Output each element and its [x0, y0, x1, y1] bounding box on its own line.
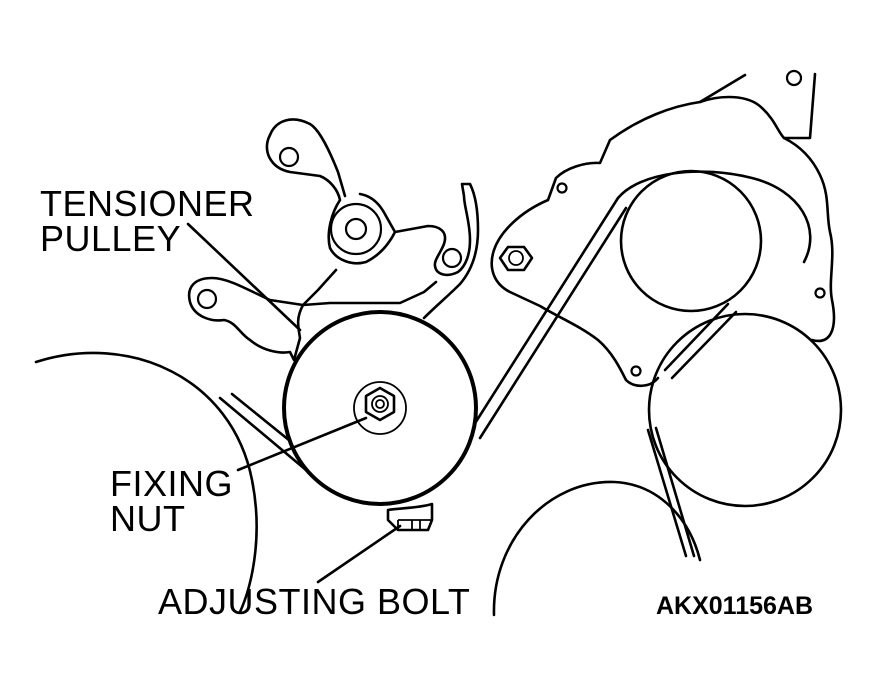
tensioner-bracket: [187, 118, 480, 362]
fixing-nut-leader: [236, 416, 368, 472]
pulley-hub: [353, 381, 407, 435]
housing-hole-icon: [630, 365, 642, 377]
adjusting-bolt-icon: [386, 502, 434, 532]
tensioner-pulley-label: PULLEY: [40, 218, 181, 259]
adjusting-bolt-label: ADJUSTING BOLT: [158, 581, 470, 622]
drive-belt: [218, 170, 812, 558]
adjusting-bolt-leader: [316, 524, 402, 584]
housing-hole-icon: [556, 182, 568, 194]
upper-right-pulley: [619, 169, 763, 313]
tensioner-pulley-label: TENSIONER: [40, 183, 255, 224]
bracket-hole-icon: [344, 217, 368, 241]
lower-right-pulley: [647, 312, 843, 508]
figure-code: AKX01156AB: [656, 592, 813, 620]
engine-housing: [490, 69, 836, 388]
housing-hole-icon: [785, 69, 803, 87]
tensioner-pulley-leader: [186, 222, 302, 332]
crank-pulley-left: [34, 351, 258, 614]
fixing-nut-label: FIXING: [110, 463, 233, 504]
housing-hole-icon: [814, 287, 826, 299]
bracket-hole-icon: [441, 247, 463, 269]
bracket-hole-icon: [196, 288, 218, 310]
bracket-hole-icon: [278, 146, 300, 168]
housing-nut-icon: [498, 245, 534, 272]
fixing-nut-label: NUT: [110, 498, 186, 539]
tensioner-pulley: [282, 310, 478, 506]
fixing-nut-icon: [364, 386, 396, 422]
